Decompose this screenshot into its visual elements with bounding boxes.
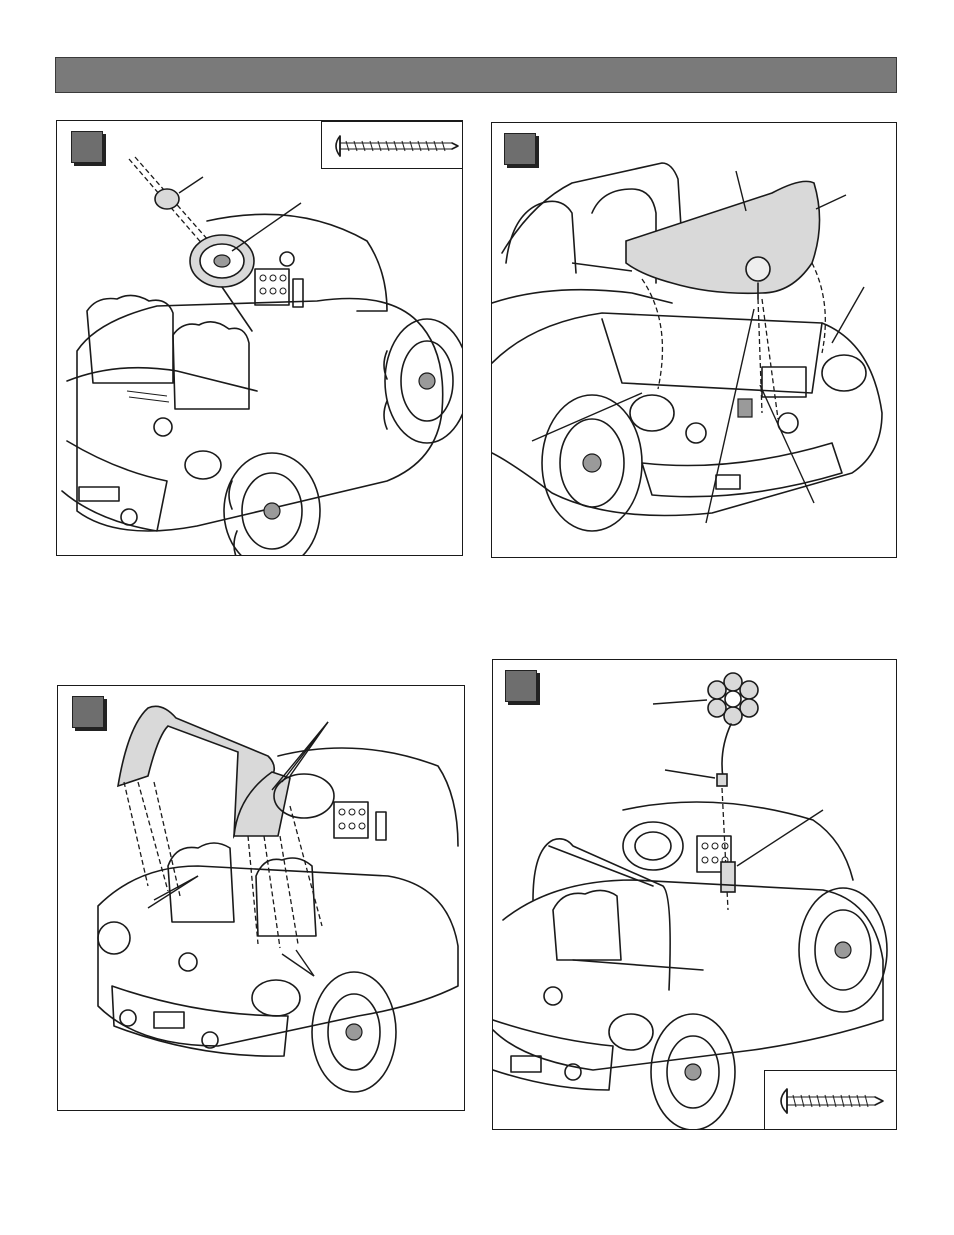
- panel-step-b: [491, 122, 897, 558]
- car-illustration: [58, 686, 465, 1111]
- car-illustration: [493, 660, 897, 1130]
- section-header-bar: [55, 57, 897, 93]
- steering-wheel-icon: [190, 235, 254, 331]
- roll-bar-icon: [118, 706, 290, 836]
- car-illustration: [492, 123, 897, 558]
- hood-icon: [626, 181, 820, 299]
- panel-step-a: [56, 120, 463, 556]
- car-illustration: [57, 121, 463, 556]
- panel-step-c: [57, 685, 465, 1111]
- panel-step-d: [492, 659, 897, 1130]
- flower-icon: [708, 673, 758, 786]
